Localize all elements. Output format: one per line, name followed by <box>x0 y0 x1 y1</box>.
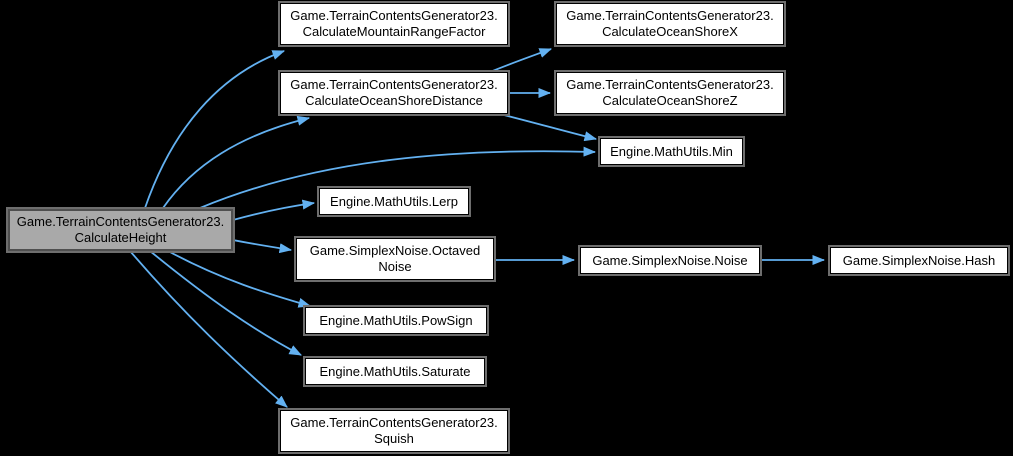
edge-calculate-height-to-simplexnoise-octaved-noise <box>232 239 293 254</box>
edge-calculate-height-to-calculate-ocean-shore-distance <box>162 115 311 209</box>
node-simplexnoise-octaved-noise[interactable]: Game.SimplexNoise.Octaved Noise <box>294 236 496 282</box>
edge-calculate-height-to-mathutils-min <box>199 146 597 209</box>
node-simplexnoise-hash[interactable]: Game.SimplexNoise.Hash <box>828 245 1010 276</box>
edge-calculate-height-to-calculate-mountain-range-factor <box>144 50 286 209</box>
node-simplexnoise-noise[interactable]: Game.SimplexNoise.Noise <box>578 245 762 276</box>
node-mathutils-powsign[interactable]: Engine.MathUtils.PowSign <box>303 305 489 336</box>
node-calculate-ocean-shore-z[interactable]: Game.TerrainContentsGenerator23. Calcula… <box>554 70 786 116</box>
edge-calculate-ocean-shore-distance-to-mathutils-min <box>499 113 598 142</box>
node-calculate-height: Game.TerrainContentsGenerator23. Calcula… <box>6 207 235 253</box>
edge-calculate-height-to-mathutils-saturate <box>149 250 302 356</box>
node-mathutils-saturate[interactable]: Engine.MathUtils.Saturate <box>303 356 487 387</box>
edge-calculate-ocean-shore-distance-to-calculate-ocean-shore-x <box>489 48 553 73</box>
node-calculate-ocean-shore-x[interactable]: Game.TerrainContentsGenerator23. Calcula… <box>554 1 786 47</box>
node-squish[interactable]: Game.TerrainContentsGenerator23. Squish <box>278 408 510 454</box>
node-calculate-ocean-shore-distance[interactable]: Game.TerrainContentsGenerator23. Calcula… <box>278 70 510 116</box>
edge-calculate-height-to-mathutils-powsign <box>167 250 312 308</box>
edge-calculate-height-to-squish <box>129 250 288 408</box>
node-mathutils-min[interactable]: Engine.MathUtils.Min <box>598 136 745 167</box>
edge-calculate-height-to-mathutils-lerp <box>232 199 316 221</box>
node-calculate-mountain-range-factor[interactable]: Game.TerrainContentsGenerator23. Calcula… <box>278 1 510 47</box>
node-mathutils-lerp[interactable]: Engine.MathUtils.Lerp <box>317 186 471 217</box>
